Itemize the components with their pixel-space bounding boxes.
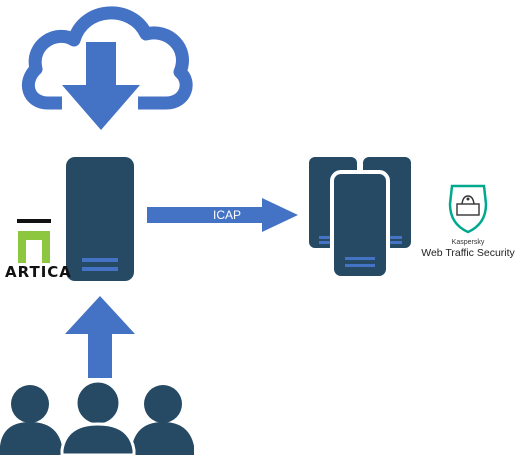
kaspersky-logo: Kaspersky Web Traffic Security [421,184,515,259]
kaspersky-brand: Kaspersky [452,239,485,246]
server-icon [66,157,134,281]
user-head [144,385,182,423]
server-slot [388,236,402,239]
kaspersky-product: Web Traffic Security [421,247,515,259]
user-body [0,422,62,455]
users-group-icon [0,379,194,455]
server-slot [319,236,333,239]
artica-logo: ARTICA [5,219,72,281]
download-arrow [62,42,140,130]
kaspersky-shield-icon [448,184,488,234]
user-head [74,379,122,427]
server-slot [82,258,118,262]
kaspersky-check [461,195,475,205]
user-head [11,385,49,423]
server-slot [82,267,118,271]
kaspersky-dot [466,197,470,201]
user-body [60,422,136,455]
server-slot [345,264,375,267]
cluster-server-front [330,170,390,280]
icap-label: ICAP [213,208,241,222]
cloud-download-icon [21,6,193,130]
artica-logo-bar [17,219,51,223]
server-cluster-icon [309,157,411,280]
user-body [132,422,194,455]
upload-arrow [65,296,135,378]
server-slot [388,241,402,244]
cloud-outline [21,6,193,110]
artica-logo-arch [18,231,50,263]
server-slot [345,257,375,260]
icap-arrow-shape [147,198,298,232]
icap-arrow: ICAP [147,198,298,232]
server-slot [319,241,333,244]
kaspersky-inner-frame [456,203,480,216]
artica-wordmark: ARTICA [5,263,72,281]
proxy-server [66,157,134,281]
